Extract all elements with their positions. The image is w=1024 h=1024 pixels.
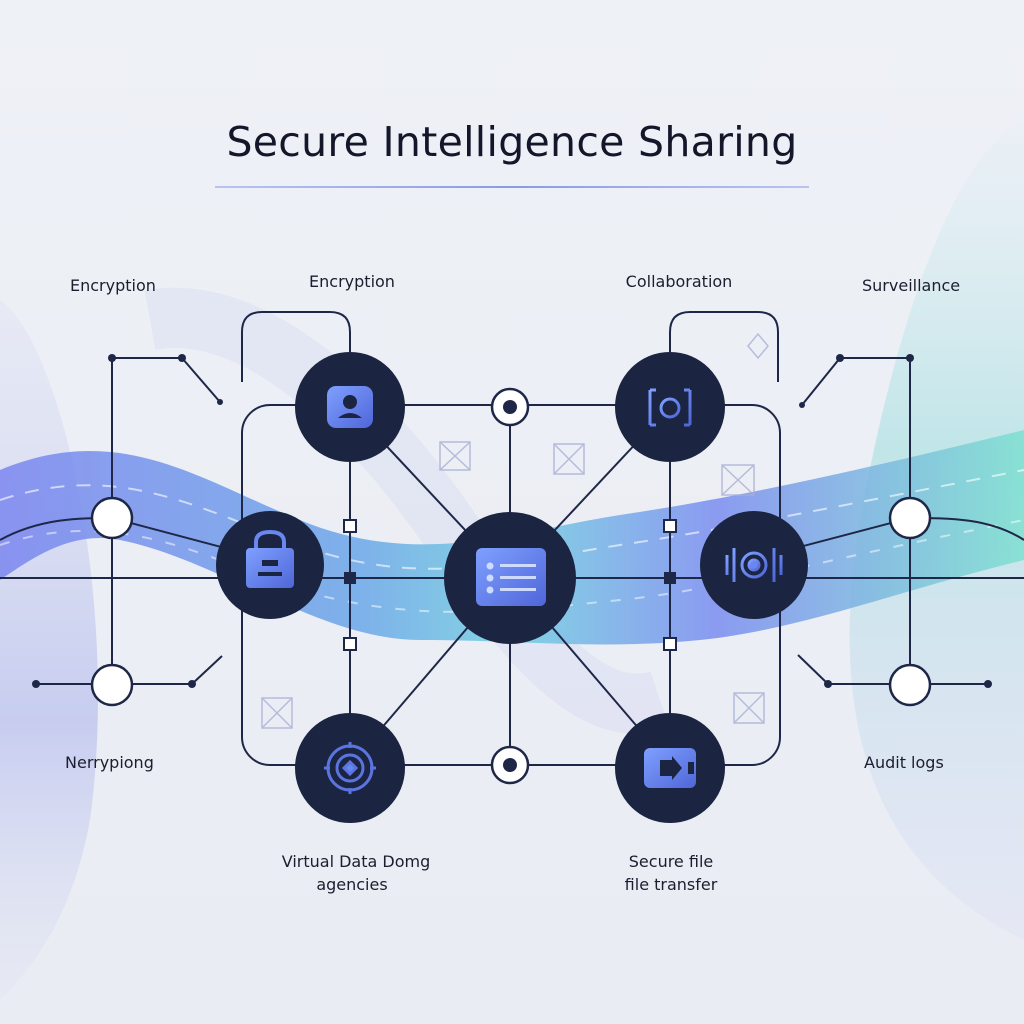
connector-node <box>888 496 932 540</box>
label-encryption-outer: Encryption <box>70 276 156 295</box>
faint-image-icons <box>261 332 769 729</box>
page-title: Secure Intelligence Sharing <box>226 118 798 166</box>
hub-node-top <box>490 387 530 427</box>
connector-node <box>888 663 932 707</box>
lock-node <box>216 511 324 619</box>
connector-node <box>90 496 134 540</box>
target-node <box>295 713 405 823</box>
label-virtual-data-line1: Virtual Data Domg <box>281 852 431 871</box>
target-icon <box>324 742 376 794</box>
label-encryption-inner: Encryption <box>309 272 395 291</box>
label-surveillance: Surveillance <box>862 276 961 295</box>
eye-scanner-icon <box>725 548 783 582</box>
user-node <box>295 352 405 462</box>
file-transfer-icon <box>644 748 696 788</box>
label-collaboration: Collaboration <box>625 272 733 291</box>
label-virtual-data-line2: agencies <box>316 875 388 894</box>
connector-nodes <box>90 387 932 785</box>
document-list-icon <box>476 548 546 606</box>
camera-icon <box>648 386 692 427</box>
junction-markers <box>32 354 992 688</box>
label-audit-logs: Audit logs <box>864 753 944 772</box>
label-secure-file-line1: Secure file <box>628 852 714 871</box>
label-secure-file-line2: file transfer <box>624 875 718 894</box>
file-transfer-node <box>615 713 725 823</box>
connector-node <box>90 663 134 707</box>
hub-node-bottom <box>490 745 530 785</box>
label-nerrypiong: Nerrypiong <box>65 753 154 772</box>
title-divider <box>215 186 809 188</box>
lock-icon <box>246 529 294 588</box>
camera-node <box>615 352 725 462</box>
document-node <box>444 512 576 644</box>
eye-scanner-node <box>700 511 808 619</box>
